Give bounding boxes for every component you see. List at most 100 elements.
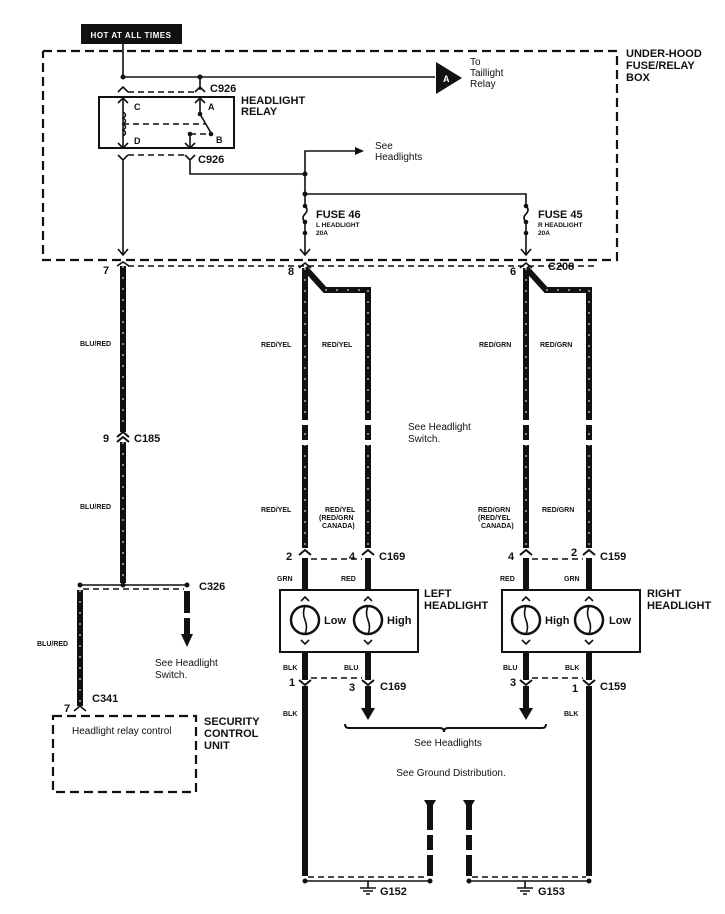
right-pin-2: 2 bbox=[571, 547, 577, 559]
left-headlight bbox=[279, 589, 419, 653]
connector-c185: C185 bbox=[134, 433, 160, 445]
wire-label-red-yel-2: RED/YEL bbox=[322, 342, 353, 349]
ground-g153-label: G153 bbox=[538, 886, 565, 898]
wire-label-red-grn-3: RED/GRN bbox=[478, 507, 510, 514]
relay-title-1: HEADLIGHT bbox=[241, 95, 305, 107]
pin-8: 8 bbox=[288, 266, 294, 278]
wire-label-blk-left: BLK bbox=[283, 665, 297, 672]
connector-c159-bottom: C159 bbox=[600, 681, 626, 693]
right-bulb-high-label: High bbox=[545, 615, 570, 627]
left-headlight-title-2: HEADLIGHT bbox=[424, 600, 488, 612]
taillight-text-2: Taillight bbox=[470, 68, 504, 79]
fuse-icon bbox=[302, 205, 308, 223]
scu-title-3: UNIT bbox=[204, 740, 230, 752]
wire-label-canada-r: CANADA) bbox=[481, 523, 514, 530]
right-headlight-feeds bbox=[519, 261, 592, 548]
security-control-unit bbox=[51, 714, 198, 794]
relay-terminal-d: D bbox=[134, 136, 141, 146]
connector-c169-bottom: C169 bbox=[380, 681, 406, 693]
left-bulb-high-label: High bbox=[387, 615, 412, 627]
wire-blu-red-main bbox=[116, 261, 130, 583]
fuse-45-desc: R HEADLIGHT bbox=[538, 222, 582, 229]
wire-label-red-yel-4: RED/YEL bbox=[325, 507, 356, 514]
taillight-text-3: Relay bbox=[470, 79, 496, 90]
fuse-46 bbox=[299, 194, 311, 257]
wire-label-red-grn-4: RED/GRN bbox=[542, 507, 574, 514]
right-bulb-low-label: Low bbox=[609, 615, 631, 627]
connector-c169-top: C169 bbox=[379, 551, 405, 563]
left-pin-2: 2 bbox=[286, 551, 292, 563]
wire-label-grn-right: GRN bbox=[564, 576, 580, 583]
fuse-box-title-3: BOX bbox=[626, 72, 651, 84]
see-ground-distribution: See Ground Distribution. bbox=[396, 768, 506, 779]
right-pin-4: 4 bbox=[508, 551, 515, 563]
wire-label-red-yel-3: RED/YEL bbox=[261, 507, 292, 514]
connector-c926-bottom: C926 bbox=[198, 154, 224, 166]
fuse-icon bbox=[523, 205, 529, 223]
hot-at-all-times-badge: HOT AT ALL TIMES bbox=[81, 24, 182, 44]
right-headlight-title-2: HEADLIGHT bbox=[647, 600, 711, 612]
wire-label-red-grn-canada: (RED/GRN bbox=[319, 515, 354, 522]
ground-g152 bbox=[302, 876, 433, 895]
right-pin-3: 3 bbox=[510, 677, 516, 689]
wire-label-red-yel-1: RED/YEL bbox=[261, 342, 292, 349]
left-headlight-title-1: LEFT bbox=[424, 588, 452, 600]
ground-g152-label: G152 bbox=[380, 886, 407, 898]
see-headlight-switch-2: Switch. bbox=[408, 434, 440, 445]
fuse-46-desc: L HEADLIGHT bbox=[316, 222, 360, 229]
pin-7: 7 bbox=[103, 265, 109, 277]
see-headlights-2: Headlights bbox=[375, 152, 422, 163]
left-pin-1: 1 bbox=[289, 677, 295, 689]
feed-wire bbox=[122, 44, 435, 78]
scu-title-2: CONTROL bbox=[204, 728, 259, 740]
wire-label-blk-right: BLK bbox=[565, 665, 579, 672]
taillight-badge: A bbox=[443, 74, 450, 84]
right-headlight-title-1: RIGHT bbox=[647, 588, 682, 600]
see-switch-1: See Headlight bbox=[155, 658, 218, 669]
connector-c185-icon bbox=[116, 430, 130, 443]
left-bulb-low-label: Low bbox=[324, 615, 346, 627]
ground-icon bbox=[360, 881, 376, 895]
see-headlights-bottom: See Headlights bbox=[414, 738, 482, 749]
headlight-relay: C A D B bbox=[98, 96, 235, 150]
taillight-text-1: To bbox=[470, 57, 481, 68]
wire-label-red-grn-1: RED/GRN bbox=[479, 342, 511, 349]
wire-label-blk-left-2: BLK bbox=[283, 711, 297, 718]
relay-terminal-b: B bbox=[216, 135, 223, 145]
fuse-46-name: FUSE 46 bbox=[316, 209, 361, 221]
left-pin-3: 3 bbox=[349, 682, 355, 694]
wire-label-blk-right-2: BLK bbox=[564, 711, 578, 718]
relay-title-2: RELAY bbox=[241, 106, 278, 118]
pin-7-scu: 7 bbox=[64, 703, 70, 715]
fuse-box-title-2: FUSE/RELAY bbox=[626, 60, 695, 72]
connector-c926-top: C926 bbox=[210, 83, 236, 95]
wire-label-grn-left: GRN bbox=[277, 576, 293, 583]
taillight-relay-indicator: A bbox=[436, 62, 462, 94]
relay-terminal-a: A bbox=[208, 102, 215, 112]
connector-c326: C326 bbox=[199, 581, 225, 593]
wire-label-red-left: RED bbox=[341, 576, 356, 583]
left-headlight-feeds bbox=[298, 261, 371, 548]
brace bbox=[344, 723, 547, 733]
ground-icon bbox=[517, 881, 533, 895]
connector-c208: C208 bbox=[548, 261, 574, 273]
arrow-down-icon bbox=[361, 708, 375, 720]
arrow-down-icon bbox=[181, 634, 193, 647]
hot-label: HOT AT ALL TIMES bbox=[91, 31, 172, 40]
fuse-46-rating: 20A bbox=[316, 230, 328, 237]
scu-title-1: SECURITY bbox=[204, 716, 260, 728]
wire-label-blu-red-3: BLU/RED bbox=[37, 641, 68, 648]
see-headlights-1: See bbox=[375, 141, 393, 152]
wire-label-blu-red-1: BLU/RED bbox=[80, 341, 111, 348]
connector-c159-top: C159 bbox=[600, 551, 626, 563]
wire-label-red-yel-canada: (RED/YEL bbox=[478, 515, 511, 522]
wire-label-red-grn-2: RED/GRN bbox=[540, 342, 572, 349]
fuse-box-title-1: UNDER-HOOD bbox=[626, 48, 702, 60]
fuse-box-outline bbox=[41, 49, 619, 262]
wire-label-canada: CANADA) bbox=[322, 523, 355, 530]
pin-9: 9 bbox=[103, 433, 109, 445]
right-pin-1: 1 bbox=[572, 683, 578, 695]
connector-c341: C341 bbox=[92, 693, 118, 705]
fuse-45-rating: 20A bbox=[538, 230, 550, 237]
